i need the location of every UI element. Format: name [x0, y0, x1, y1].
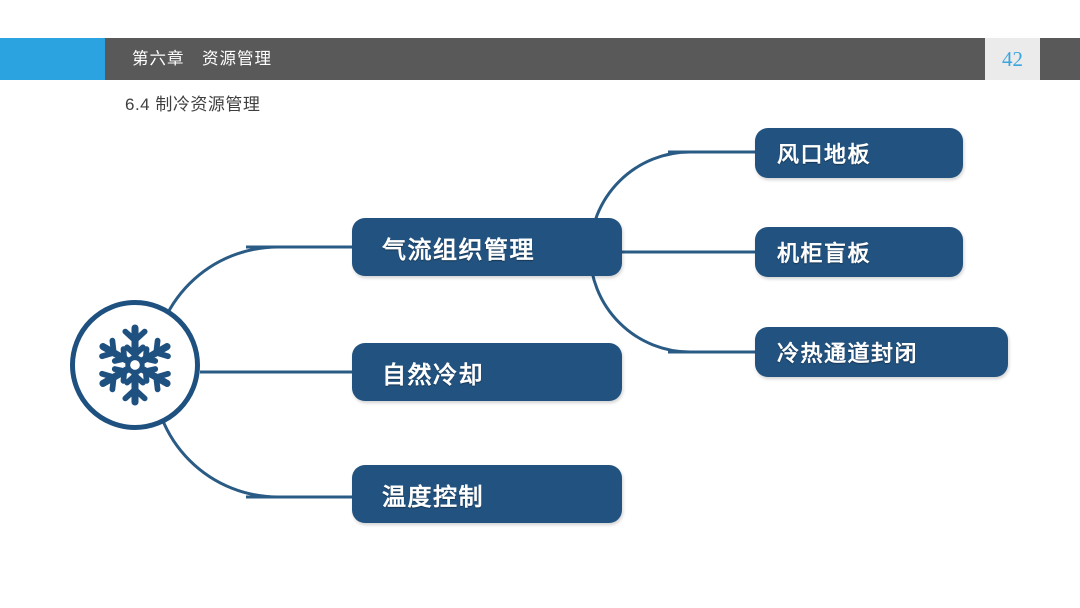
page-number-box: 42 [985, 38, 1040, 80]
snowflake-icon [99, 324, 171, 406]
node-label: 温度控制 [382, 483, 484, 511]
mindmap-diagram: 气流组织管理 自然冷却 温度控制 风口地板 机柜盲板 冷热通道封闭 [0, 110, 1080, 580]
node-label: 气流组织管理 [382, 236, 535, 264]
chapter-title: 第六章 资源管理 [132, 50, 272, 68]
header-accent-block [0, 38, 105, 80]
node-cabinet-blanking-panel[interactable]: 机柜盲板 [755, 227, 963, 277]
node-temperature-control[interactable]: 温度控制 [352, 465, 622, 523]
page-number: 42 [1002, 47, 1023, 71]
node-label: 风口地板 [777, 142, 872, 167]
header-tail-block [1040, 38, 1080, 80]
root-node[interactable] [70, 300, 200, 430]
header-title-bar: 第六章 资源管理 [105, 38, 985, 80]
slide-header: 第六章 资源管理 42 [0, 38, 1080, 80]
node-vented-floor[interactable]: 风口地板 [755, 128, 963, 178]
node-free-cooling[interactable]: 自然冷却 [352, 343, 622, 401]
section-subtitle: 6.4 制冷资源管理 [125, 95, 261, 114]
node-label: 机柜盲板 [777, 241, 872, 266]
node-airflow-management[interactable]: 气流组织管理 [352, 218, 622, 276]
node-label: 自然冷却 [382, 361, 484, 389]
node-label: 冷热通道封闭 [777, 341, 919, 366]
node-hot-cold-aisle-containment[interactable]: 冷热通道封闭 [755, 327, 1008, 377]
